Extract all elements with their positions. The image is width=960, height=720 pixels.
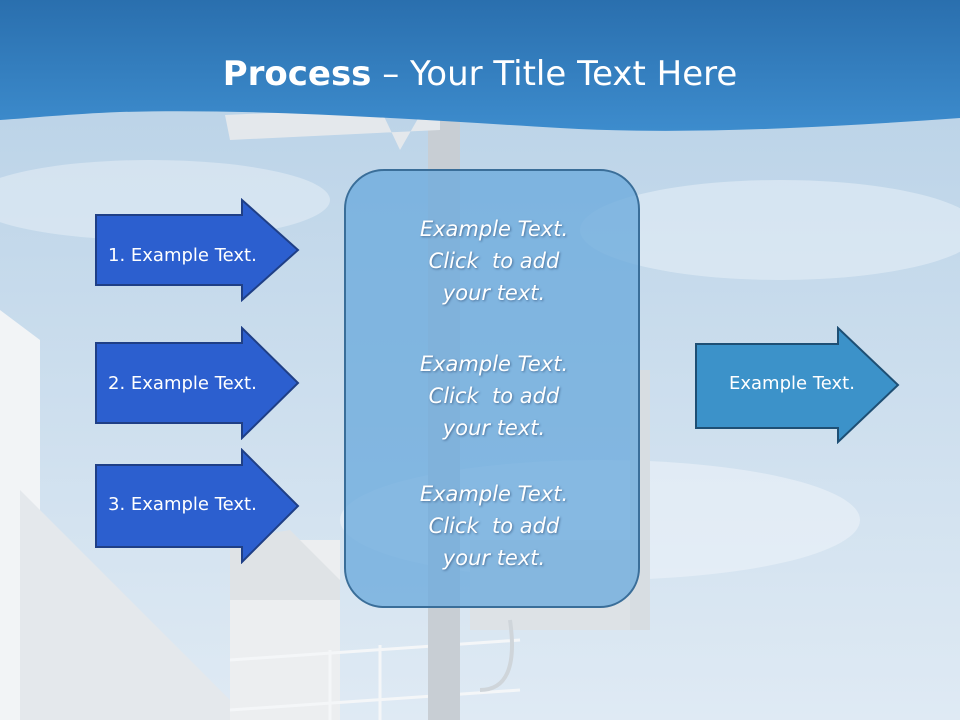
left-arrow-2-label: 2. Example Text. [108,373,257,394]
center-text-block-1: Example Text. Click to add your text. [346,213,642,309]
block-2-line-1: Example Text. [419,352,569,376]
left-arrow-3-label: 3. Example Text. [108,494,257,515]
block-1-line-2: Click to add [428,249,560,273]
block-2-line-3: your text. [442,416,546,440]
slide-title: Process – Your Title Text Here [0,50,960,98]
block-3-line-3: your text. [442,546,546,570]
block-1-line-1: Example Text. [419,217,569,241]
left-arrow-1[interactable] [94,198,300,302]
left-arrow-1-label: 1. Example Text. [108,245,257,266]
title-bold: Process [222,54,372,94]
left-arrow-3[interactable] [94,448,300,564]
header-wave [0,0,960,131]
block-3-line-1: Example Text. [419,482,569,506]
antenna-cable [479,619,514,692]
block-1-line-3: your text. [442,281,546,305]
center-text-block-2: Example Text. Click to add your text. [346,348,642,444]
center-text-block-3: Example Text. Click to add your text. [346,478,642,574]
block-3-line-2: Click to add [428,514,560,538]
left-arrow-2[interactable] [94,326,300,440]
building-roof [20,490,230,720]
block-2-line-2: Click to add [428,384,560,408]
title-rest: – Your Title Text Here [371,54,738,94]
header-band [0,0,960,131]
right-arrow-label: Example Text. [729,373,855,394]
center-text-box[interactable]: Example Text. Click to add your text. Ex… [344,169,640,608]
right-arrow[interactable] [694,326,900,444]
antenna-top [225,108,440,150]
cloud [580,180,960,280]
